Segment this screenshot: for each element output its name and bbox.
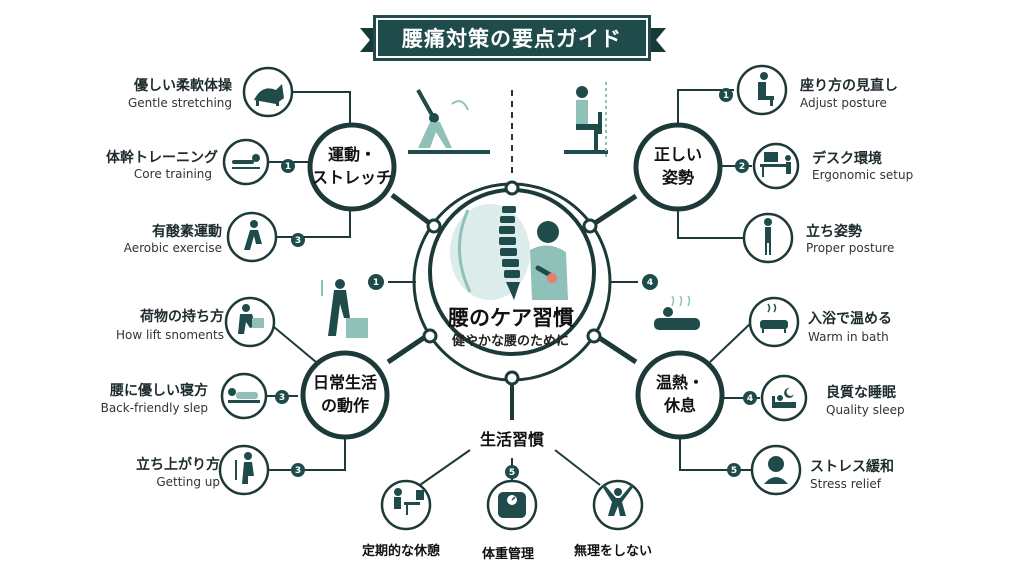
- item-desk-jp: デスク環境: [812, 151, 882, 167]
- relaxed-face-icon: [764, 456, 788, 484]
- hub-lifestyle: 生活習慣: [472, 428, 552, 451]
- item-aerobic-jp: 有酸素運動: [152, 224, 222, 240]
- desk-break-icon: [394, 488, 424, 515]
- getting-up-icon: [235, 452, 254, 484]
- connector-dots: [422, 180, 602, 386]
- side-stretch-illustration: [408, 89, 490, 154]
- marker-label: 4: [747, 394, 753, 404]
- bathtub-illustration: [654, 295, 700, 330]
- plank-icon: [232, 154, 260, 169]
- sleeping-side-icon: [228, 388, 260, 403]
- item-weight: 体重管理: [482, 547, 535, 562]
- hub-posture: 正しい 姿勢: [653, 145, 702, 187]
- marker-label: 5: [509, 468, 515, 478]
- marker-label: 1: [373, 278, 379, 288]
- number-markers: [275, 88, 757, 479]
- item-sleep-pos-jp: 腰に優しい寝方: [110, 383, 208, 399]
- desk-workstation-icon: [760, 152, 791, 177]
- center-subtitle: 健やかな腰のために: [452, 334, 570, 349]
- marker-label: 1: [723, 91, 729, 101]
- woman-back-pain-icon: [530, 221, 568, 300]
- marker-label: 3: [279, 393, 285, 403]
- spine-icon: [458, 206, 520, 300]
- marker-label: 3: [295, 466, 301, 476]
- marker-label: 2: [739, 162, 745, 172]
- cat-stretch-icon: [254, 84, 284, 106]
- item-lift-jp: 荷物の持ち方: [140, 309, 224, 325]
- hub-daily: 日常生活 の動作: [312, 373, 377, 415]
- item-core-en: Core training: [133, 167, 212, 181]
- item-bath-en: Warm in bath: [808, 330, 889, 344]
- item-stretch-en: Gentle stretching: [128, 96, 232, 110]
- item-sitting-en: Adjust posture: [800, 96, 887, 110]
- item-quality-jp: 良質な睡眠: [826, 385, 896, 401]
- lifting-box-illustration: [321, 279, 368, 338]
- item-stretch-jp: 優しい柔軟体操: [134, 78, 232, 94]
- item-standing-jp: 立ち姿勢: [806, 224, 862, 240]
- title-ribbon-right: [648, 28, 666, 52]
- item-core-jp: 体幹トレーニング: [106, 150, 218, 166]
- lifting-box-icon: [238, 304, 264, 334]
- item-aerobic-en: Aerobic exercise: [123, 241, 222, 255]
- chair-sitting-icon: [758, 72, 774, 106]
- stretching-person-icon: [602, 484, 634, 516]
- hub-circles: [300, 122, 725, 440]
- item-standing-en: Proper posture: [806, 241, 895, 255]
- item-stress-jp: ストレス緩和: [810, 459, 894, 475]
- item-bath-jp: 入浴で温める: [808, 311, 892, 327]
- hub-rest: 温熱・ 休息: [655, 373, 704, 415]
- bathtub-icon: [760, 303, 788, 333]
- walking-icon: [244, 220, 262, 250]
- page-title: 腰痛対策の要点ガイド: [376, 18, 648, 58]
- marker-label: 5: [731, 466, 737, 476]
- item-breaks: 定期的な休憩: [362, 544, 441, 559]
- title-ribbon-left: [360, 28, 378, 52]
- item-sleep-pos-en: Back-friendly slep: [100, 401, 208, 415]
- marker-labels: 1 3 1 2 1 4 3 3 4 5 5: [279, 91, 753, 478]
- item-getup-en: Getting up: [156, 475, 220, 489]
- item-desk-en: Ergonomic setup: [812, 168, 914, 182]
- seated-posture-illustration: [564, 82, 608, 158]
- hub-exercise: 運動・ ストレッチ: [312, 145, 393, 187]
- marker-label: 1: [285, 162, 291, 172]
- item-lift-en: How lift snoments: [115, 328, 224, 342]
- marker-label: 3: [295, 236, 301, 246]
- scale-icon: [498, 492, 526, 518]
- marker-label: 4: [647, 278, 653, 288]
- item-sitting-jp: 座り方の見直し: [800, 78, 898, 94]
- bed-moon-icon: [772, 387, 796, 408]
- standing-figure-icon: [764, 218, 772, 255]
- item-stress-en: Stress relief: [810, 477, 882, 491]
- center-title: 腰のケア習慣: [448, 306, 574, 330]
- item-quality-en: Quality sleep: [826, 403, 905, 417]
- item-nostrain: 無理をしない: [574, 544, 653, 559]
- item-getup-jp: 立ち上がり方: [136, 457, 220, 473]
